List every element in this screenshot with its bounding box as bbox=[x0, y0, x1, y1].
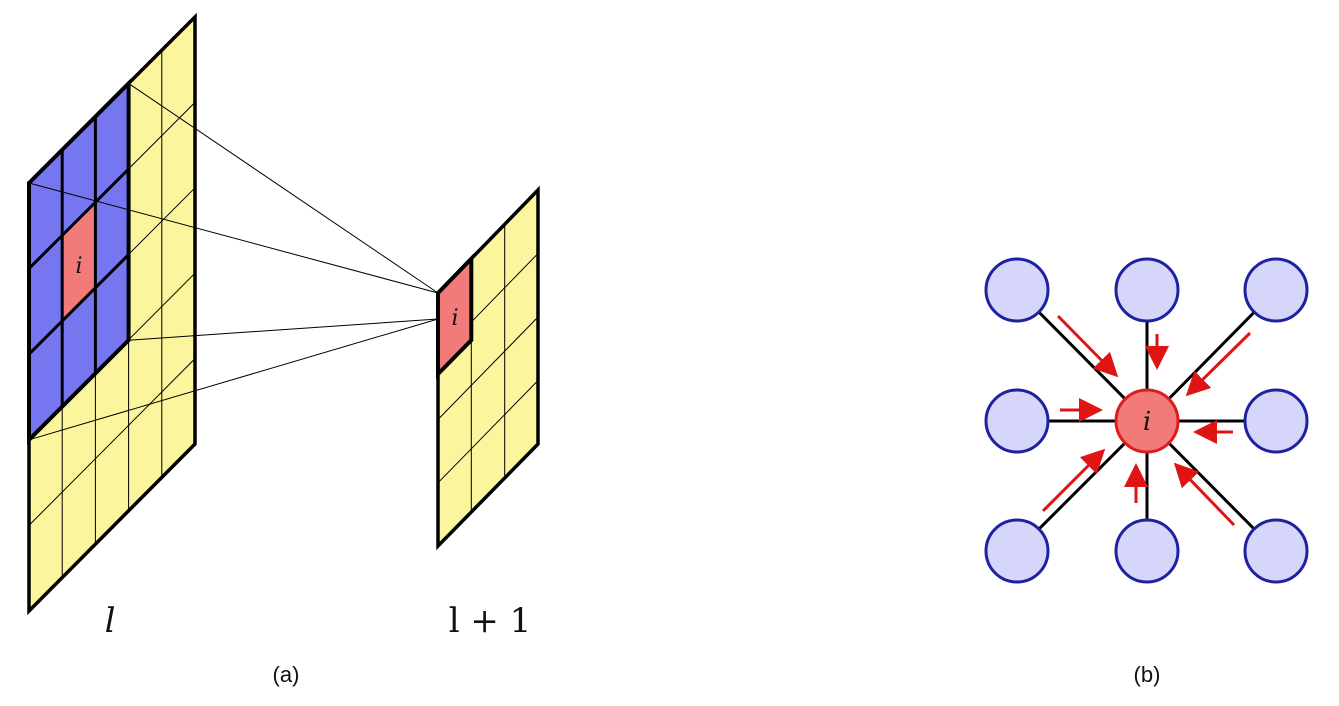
arrow-from-top-right bbox=[1185, 331, 1252, 397]
neighbor-node-top bbox=[1114, 257, 1180, 323]
layer-l1-label: l + 1 bbox=[449, 601, 532, 641]
layer-l-border bbox=[27, 12, 197, 616]
kernel-gridlines bbox=[27, 116, 130, 407]
center-node-label: i bbox=[1143, 407, 1151, 437]
arrow-from-bottom-right bbox=[1173, 462, 1236, 527]
panel-b: i (b) bbox=[984, 257, 1309, 687]
neighbor-nodes bbox=[984, 257, 1309, 584]
neighbor-node-top-left bbox=[984, 257, 1050, 323]
panel-b-caption: (b) bbox=[1134, 662, 1161, 687]
kernel-target-cell bbox=[62, 202, 96, 321]
kernel-region: i bbox=[27, 78, 131, 445]
layer-l1-node-label: i bbox=[451, 306, 458, 331]
layer-l-label: l bbox=[105, 601, 116, 641]
neighbor-node-bottom bbox=[1114, 518, 1180, 584]
neighbor-node-top-right bbox=[1243, 257, 1309, 323]
center-node bbox=[1114, 388, 1180, 454]
panel-a: i i l l + 1 (a) bbox=[27, 12, 540, 687]
message-arrows bbox=[1041, 314, 1252, 527]
layer-l1-border bbox=[436, 185, 540, 551]
neighbor-node-bottom-left bbox=[984, 518, 1050, 584]
neighbor-node-bottom-right bbox=[1243, 518, 1309, 584]
panel-a-caption: (a) bbox=[273, 662, 300, 687]
layer-l1-grid: i bbox=[436, 185, 540, 551]
arrow-from-top-left bbox=[1056, 314, 1119, 378]
arrow-from-bottom-left bbox=[1041, 448, 1106, 513]
neighbor-node-right bbox=[1243, 388, 1309, 454]
neighbor-node-left bbox=[984, 388, 1050, 454]
connection-lines bbox=[28, 82, 439, 441]
layer-l-node-label: i bbox=[75, 254, 82, 279]
